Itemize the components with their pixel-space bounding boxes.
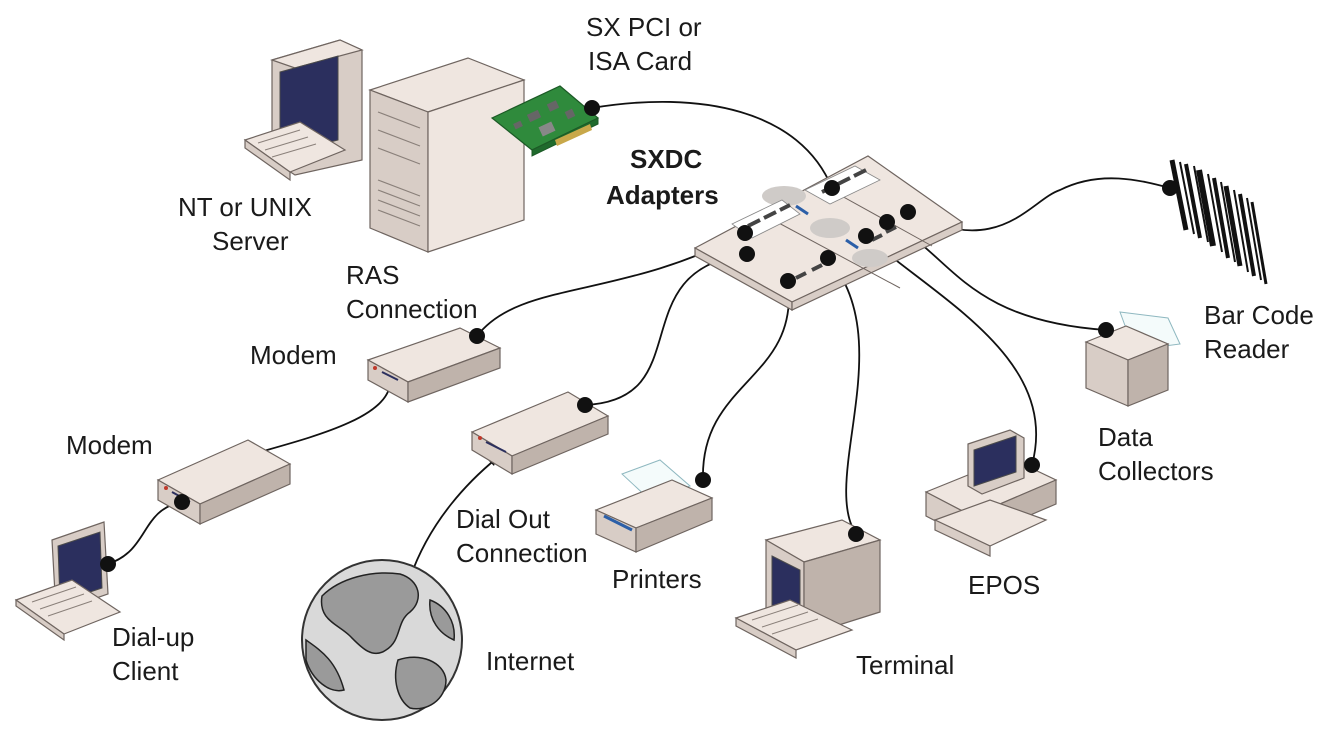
connector-dot [858,228,874,244]
printer-icon [594,459,714,553]
connector-dot [848,526,864,542]
cable-adapter-to-epos [865,235,1038,466]
laptop-icon [14,521,122,642]
modem-icon [470,391,610,476]
nt-workstation-icon [243,39,364,182]
connector-dot [584,100,600,116]
barcode-icon [1169,159,1268,285]
cable-card-to-adapter [591,100,833,189]
connector-dot [780,273,796,289]
terminal-label: Terminal [856,650,954,680]
dial-out-label-line2: Connection [456,538,588,568]
dial-out-label-line1: Dial Out [456,504,551,534]
modem-icon [156,439,292,526]
server-tower-icon [368,57,526,253]
dialup-client-label-line2: Client [112,656,179,686]
card-label-line1: SX PCI or [586,12,702,42]
server-label-line2: Server [212,226,289,256]
modem-top-label: Modem [250,340,337,370]
dialup-client-label-line1: Dial-up [112,622,194,652]
epos-label: EPOS [968,570,1040,600]
cable-adapter-to-terminal [827,257,861,535]
connector-dot [1098,322,1114,338]
card-label-line2: ISA Card [588,46,692,76]
data-collectors-label-line1: Data [1098,422,1153,452]
connector-dot [174,494,190,510]
cable-modem-to-internet [409,457,498,579]
bar-code-reader-label-line2: Reader [1204,334,1290,364]
globe-icon [301,559,463,721]
cable-adapter-to-printer [702,280,790,481]
connector-dots [100,100,1178,572]
connector-dot [739,246,755,262]
modem-left-label: Modem [66,430,153,460]
pci-card-icon [490,85,600,157]
connector-dot [1024,457,1040,473]
bar-code-reader-label-line1: Bar Code [1204,300,1314,330]
data-collector-icon [1084,311,1181,407]
adapters-label-line1: SXDC [630,144,702,174]
data-collectors-label-line2: Collectors [1098,456,1214,486]
connector-dot [469,328,485,344]
printers-label: Printers [612,564,702,594]
cable-adapter-to-barcode [907,177,1171,232]
cable-modem-to-laptop [107,501,183,565]
ras-label-line2: Connection [346,294,478,324]
modem-icon [366,327,502,404]
connector-dot [824,180,840,196]
connector-dot [879,214,895,230]
internet-label: Internet [486,646,575,676]
connector-dot [695,472,711,488]
cable-modem-to-modem [245,381,391,457]
cable-adapter-to-modem-dialout [584,253,748,406]
labels: SX PCI or ISA Card SXDC Adapters NT or U… [66,12,1314,686]
epos-icon [924,429,1058,557]
connector-dot [100,556,116,572]
connector-dot [577,397,593,413]
connector-dot [900,204,916,220]
adapters-label-line2: Adapters [606,180,719,210]
connector-dot [820,250,836,266]
sxdc-adapter-icon [693,155,964,312]
ras-label-line1: RAS [346,260,399,290]
connector-dot [737,225,753,241]
connector-dot [1162,180,1178,196]
server-label-line1: NT or UNIX [178,192,312,222]
terminal-icon [734,519,882,659]
